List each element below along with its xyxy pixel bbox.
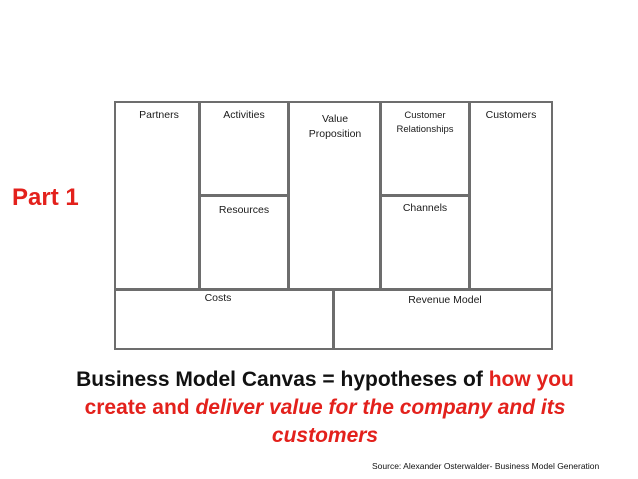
customer-relationships-line-1: Customer — [404, 110, 446, 121]
resources-label: Resources — [218, 204, 270, 216]
caption-part-5: customers — [271, 424, 379, 447]
caption-part-2: how you — [488, 368, 574, 391]
caption-part-4: deliver value for the company and its — [195, 396, 566, 419]
channels-label: Channels — [402, 202, 448, 214]
caption: Business Model Canvas = hypotheses of ho… — [20, 366, 630, 450]
customers-block — [469, 101, 553, 290]
value-proposition-line-2: Proposition — [308, 128, 362, 140]
costs-block — [114, 289, 334, 350]
caption-part-3: create and — [84, 396, 196, 419]
revenue-model-block — [333, 289, 553, 350]
activities-label: Activities — [223, 109, 265, 121]
activities-block — [199, 101, 289, 196]
costs-label: Costs — [204, 292, 232, 304]
source-citation: Source: Alexander Osterwalder- Business … — [372, 461, 600, 471]
partners-block — [114, 101, 200, 290]
caption-part-1: Business Model Canvas = hypotheses of — [76, 368, 489, 391]
customer-relationships-label: Customer Relationships — [383, 109, 467, 137]
customer-relationships-line-2: Relationships — [396, 124, 454, 135]
revenue-model-label: Revenue Model — [408, 294, 482, 306]
partners-label: Partners — [139, 109, 179, 121]
customers-label: Customers — [485, 109, 537, 121]
value-proposition-line-1: Value — [321, 113, 349, 125]
part-1-label: Part 1 — [12, 184, 79, 211]
value-proposition-label: Value Proposition — [292, 112, 378, 142]
resources-block — [199, 195, 289, 290]
